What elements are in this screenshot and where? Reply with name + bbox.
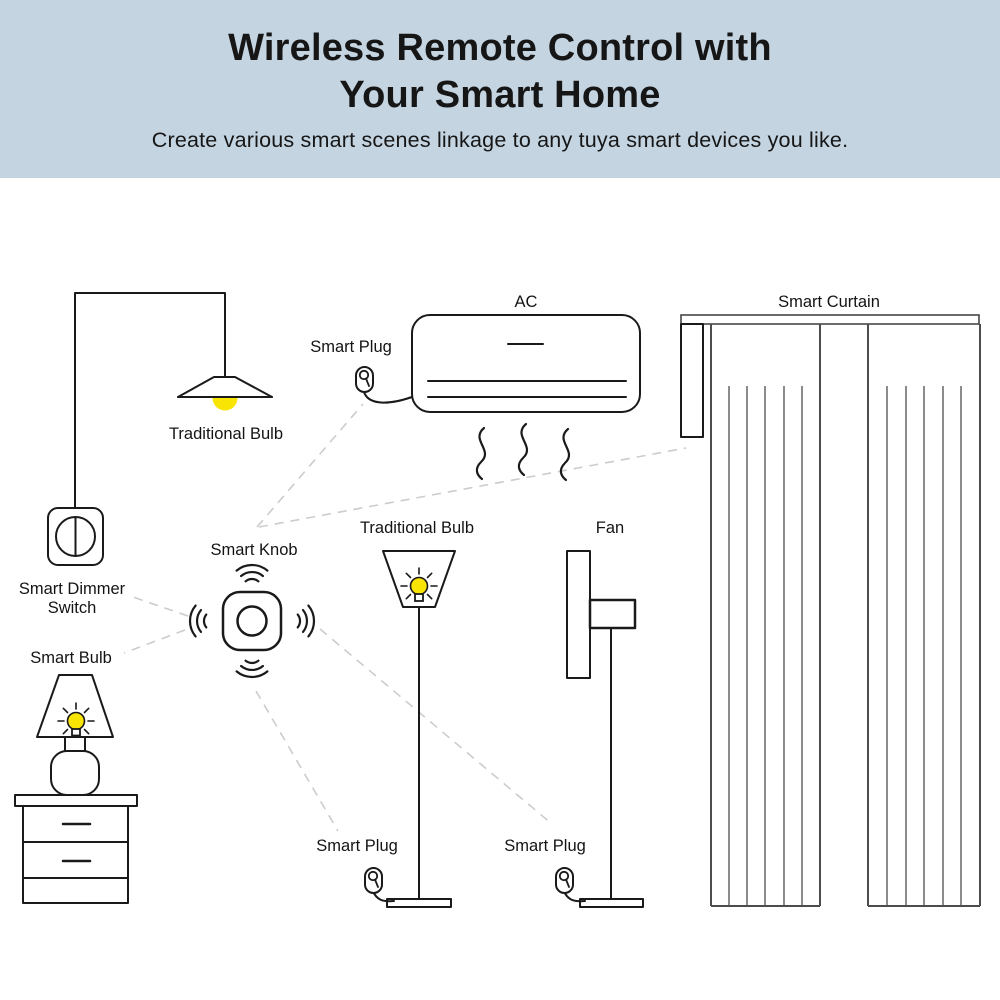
smart-plug-icon [555,867,574,894]
wireless-links [123,403,687,832]
page-title-line1: Wireless Remote Control with [228,27,772,69]
smart-bulb-label: Smart Bulb [30,649,112,667]
nightstand-top [14,794,138,807]
ac-illustration: AC Smart Plug [310,293,641,482]
air-flow-icon [517,422,529,477]
signal-waves-bottom-icon [235,659,269,679]
curtain-illustration: Smart Curtain [680,293,981,907]
air-flow-icon [559,427,571,482]
floor-lamp-label: Traditional Bulb [360,519,474,537]
pendant-shade [177,376,273,398]
link-knob-to-ac-plug [256,403,364,528]
signal-waves-top-icon [235,563,269,583]
dimmer-label-line2: Switch [48,599,97,617]
dimmer-label-line1: Smart Dimmer [19,580,126,598]
fan-blade-disc [566,550,591,679]
table-lamp-illustration: Smart Bulb [14,649,138,904]
smart-plug-icon [364,867,383,894]
nightstand-cabinet [22,805,129,904]
curtain-motor [680,323,704,438]
fan-label: Fan [596,519,624,537]
curtain-left-panel [710,324,821,907]
signal-waves-left-icon [188,604,208,638]
link-knob-to-fan-plug [319,628,553,825]
ac-plug-cord [363,391,413,404]
floor-lamp-bulb-icon [409,576,429,596]
smart-plug-icon [355,366,374,393]
page-title: Wireless Remote Control with Your Smart … [0,0,1000,119]
pendant-bulb-icon [212,398,238,411]
floor-lamp-plug-label: Smart Plug [316,837,398,855]
header-banner: Wireless Remote Control with Your Smart … [0,0,1000,178]
air-flow-icon [475,426,487,481]
floor-lamp-illustration: Traditional Bulb Smart Plug [316,519,474,908]
floor-lamp-base [386,898,452,908]
curtain-rail [680,314,980,325]
signal-waves-right-icon [296,604,316,638]
link-knob-to-smart-bulb [123,629,186,654]
floor-lamp-bulb-base [414,593,424,602]
page-subtitle: Create various smart scenes linkage to a… [151,128,849,152]
smart-knob-button [236,605,268,637]
smart-knob-illustration: Smart Knob [188,541,316,679]
curtain-label: Smart Curtain [778,293,880,311]
ac-body [411,314,641,413]
fan-base [579,898,644,908]
smart-bulb-base [71,728,81,737]
fan-plug-label: Smart Plug [504,837,586,855]
ac-plug-label: Smart Plug [310,338,392,356]
table-lamp-neck [64,736,86,752]
smart-bulb-icon [66,711,86,731]
pendant-lamp-illustration: Traditional Bulb [74,292,283,509]
pendant-lamp-label: Traditional Bulb [169,425,283,443]
fan-illustration: Fan Smart Plug [504,519,644,908]
table-lamp-body [50,750,100,796]
link-knob-to-floor-lamp-plug [255,690,339,832]
smart-knob-label: Smart Knob [210,541,297,559]
link-knob-to-curtain [258,447,687,528]
fan-motor [588,598,637,630]
link-knob-to-dimmer [129,595,189,617]
pendant-wire [74,292,226,509]
curtain-right-panel [867,324,981,907]
page-title-line2: Your Smart Home [339,74,661,116]
dimmer-switch-illustration: Smart Dimmer Switch [19,507,126,617]
ac-label: AC [515,293,538,311]
